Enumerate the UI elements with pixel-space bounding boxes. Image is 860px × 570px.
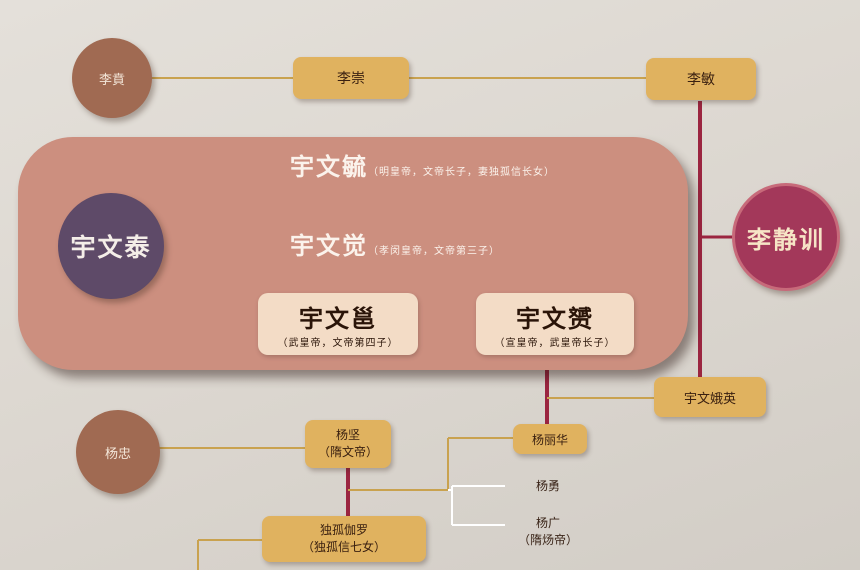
node-yuwen-yu: 宇文毓（明皇帝，文帝长子，妻独孤信长女） [290, 147, 555, 182]
node-li-jingxun-label: 李静训 [747, 224, 825, 254]
node-dugu-qieluo-name: 独孤伽罗 [319, 522, 368, 537]
node-li-yun-label: 李賁 [98, 72, 125, 88]
node-yang-guang-note: （隋炀帝） [517, 533, 578, 548]
node-yuwen-tai: 宇文泰 [58, 193, 164, 299]
node-yang-zhong: 杨忠 [76, 410, 160, 494]
node-li-min-label: 李敏 [687, 72, 715, 88]
node-li-chong: 李崇 [293, 57, 409, 99]
node-yuwen-yu-note: （明皇帝，文帝长子，妻独孤信长女） [368, 167, 555, 178]
node-yang-yong-label: 杨勇 [535, 479, 560, 493]
node-yang-guang: 杨广 （隋炀帝） [510, 515, 586, 550]
node-yang-jian-note: （隋文帝） [317, 445, 378, 459]
node-yang-jian-name: 杨坚 [335, 427, 360, 442]
node-li-chong-label: 李崇 [337, 71, 365, 87]
node-yuwen-eying-label: 宇文娥英 [683, 391, 736, 407]
node-yang-lihua-label: 杨丽华 [531, 432, 568, 447]
node-yuwen-yong-name: 宇文邕 [299, 304, 377, 333]
node-yuwen-yong-note: （武皇帝，文帝第四子） [277, 338, 399, 349]
node-yuwen-yun-note: （宣皇帝，武皇帝长子） [494, 338, 616, 349]
node-yang-lihua: 杨丽华 [513, 424, 587, 454]
node-yang-jian: 杨坚 （隋文帝） [305, 420, 391, 468]
node-dugu-qieluo-note: （独孤信七女） [301, 540, 386, 554]
node-yuwen-tai-label: 宇文泰 [70, 233, 152, 262]
node-yuwen-jue-name: 宇文觉 [290, 231, 368, 260]
node-li-yun: 李賁 [72, 38, 152, 118]
node-yang-guang-name: 杨广 [535, 516, 560, 530]
node-yuwen-yong: 宇文邕 （武皇帝，文帝第四子） [258, 293, 418, 355]
node-yuwen-yun-name: 宇文赟 [516, 304, 594, 333]
node-yuwen-eying: 宇文娥英 [654, 377, 766, 417]
node-li-jingxun: 李静训 [732, 183, 840, 291]
node-yang-zhong-label: 杨忠 [104, 446, 131, 462]
node-yuwen-yun: 宇文赟 （宣皇帝，武皇帝长子） [476, 293, 634, 355]
node-yuwen-yu-name: 宇文毓 [290, 152, 368, 181]
node-dugu-qieluo: 独孤伽罗 （独孤信七女） [262, 516, 426, 562]
node-yuwen-jue: 宇文觉（孝闵皇帝，文帝第三子） [290, 226, 500, 261]
node-yang-yong: 杨勇 [526, 477, 570, 494]
node-yuwen-jue-note: （孝闵皇帝，文帝第三子） [368, 246, 500, 257]
node-li-min: 李敏 [646, 58, 756, 100]
